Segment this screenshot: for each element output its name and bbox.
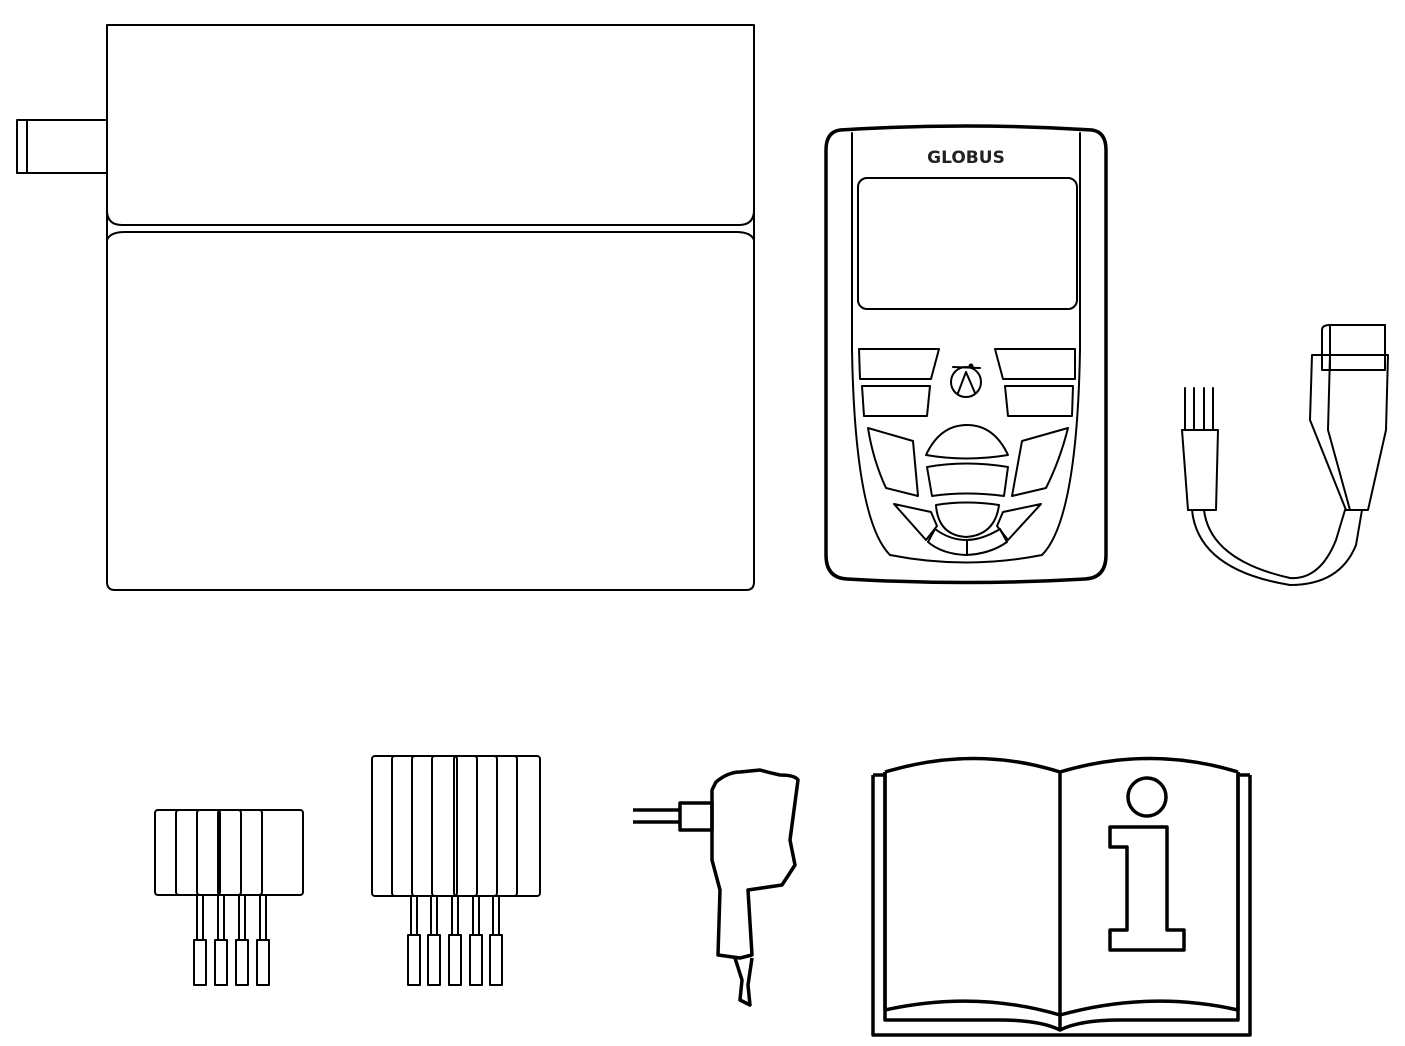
instruction-manual bbox=[871, 756, 1252, 1037]
button-up[interactable] bbox=[925, 424, 1009, 460]
button-right-3[interactable] bbox=[1011, 427, 1069, 497]
electrode-cable bbox=[1181, 324, 1389, 586]
power-adapter bbox=[633, 768, 800, 1007]
button-left-1[interactable] bbox=[858, 348, 940, 380]
button-left-3[interactable] bbox=[867, 427, 919, 497]
large-electrodes bbox=[371, 755, 541, 986]
button-down[interactable] bbox=[935, 501, 1000, 538]
stimulator-device: GLOBUS bbox=[824, 124, 1108, 585]
carry-pouch bbox=[16, 24, 755, 591]
button-right-1[interactable] bbox=[994, 348, 1076, 380]
button-left-2[interactable] bbox=[861, 385, 931, 417]
button-right-2[interactable] bbox=[1004, 385, 1074, 417]
display-screen bbox=[857, 177, 1078, 310]
pouch-flap bbox=[106, 209, 755, 226]
globus-logo-icon bbox=[950, 363, 982, 398]
button-right-4[interactable] bbox=[996, 503, 1042, 541]
info-icon bbox=[1108, 776, 1186, 952]
button-left-4[interactable] bbox=[893, 503, 938, 541]
brand-label: GLOBUS bbox=[927, 148, 1005, 168]
button-center[interactable] bbox=[926, 462, 1009, 497]
pouch-strap-tab bbox=[16, 119, 108, 174]
button-bottom[interactable] bbox=[927, 528, 1008, 556]
small-electrodes bbox=[154, 809, 304, 986]
